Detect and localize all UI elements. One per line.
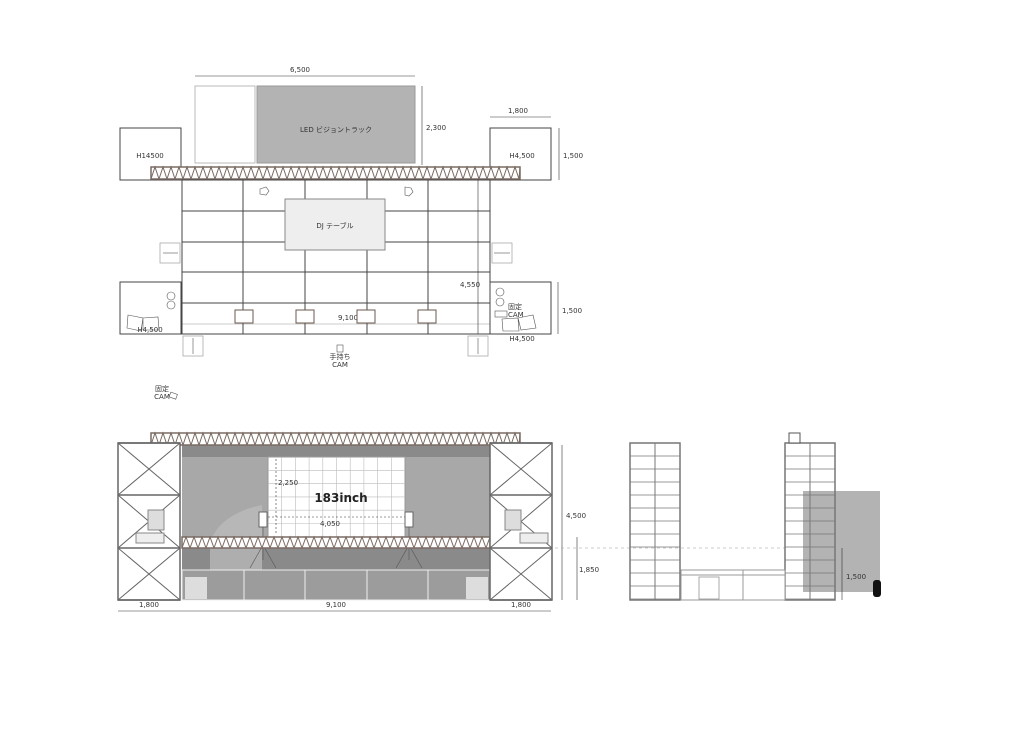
handheld-camera-icon — [336, 344, 344, 353]
lower-right-tower-plan — [489, 281, 552, 335]
stage-width-dim: 9,100 — [326, 601, 346, 609]
tower-brace — [489, 442, 553, 496]
handheld-cam-line1: 手持ち — [330, 352, 351, 361]
side-right-tower — [784, 442, 836, 601]
right-tower-width-dim: 1,800 — [511, 601, 531, 609]
fixed-camera-icon — [494, 310, 508, 318]
left-tower-label: H14500 — [136, 152, 164, 160]
dj-table-label: DJ テーブル — [316, 221, 353, 230]
left-tower-width-dim: 1,800 — [139, 601, 159, 609]
led-vision-truck — [256, 85, 416, 164]
truck-wheel — [873, 580, 881, 597]
stage-grid — [181, 179, 491, 335]
screen-size-label: 183inch — [314, 491, 367, 505]
dim-lower-depth: 1,500 — [562, 307, 582, 315]
equipment-cases-icon — [126, 314, 160, 332]
fixed-cam-right-line1: 固定 — [508, 302, 522, 311]
led-truck-cab — [194, 85, 256, 164]
dim-tower-depth: 1,500 — [563, 152, 583, 160]
fixed-cam-right-line2: CAM — [508, 311, 524, 319]
side-height-dim: 1,500 — [846, 573, 866, 581]
stage-platform — [181, 569, 491, 601]
truss-lattice — [150, 431, 521, 446]
led-truck-side — [803, 491, 880, 592]
speaker-icon — [495, 287, 505, 297]
lower-left-tower-plan — [119, 281, 182, 335]
tower-brace — [489, 547, 553, 601]
equipment-cases-icon — [501, 314, 537, 332]
equipment-case — [519, 532, 549, 544]
right-tower-label: H4,500 — [509, 152, 534, 160]
equipment-case — [135, 532, 165, 544]
truss-lattice — [150, 165, 521, 180]
side-stage-platform — [680, 569, 786, 601]
camera-box-icon — [788, 432, 801, 444]
speaker-icon — [495, 297, 505, 307]
led-truck-label: LED ビジョントラック — [300, 125, 372, 134]
speaker-icon — [166, 291, 176, 301]
lower-right-label: H4,500 — [509, 335, 534, 343]
truss-stage — [181, 535, 491, 549]
fixed-camera-icon — [168, 391, 178, 400]
fixed-cam-left-line1: 固定 — [155, 384, 169, 393]
total-height-dim: 4,500 — [566, 512, 586, 520]
truss-top — [150, 431, 521, 446]
stage-height-dim: 1,850 — [579, 566, 599, 574]
plan-view: 6,500 LED ビジョントラック 2,300 H14500 H4,500 1… — [119, 66, 583, 401]
side-elevation: 1,500 — [629, 432, 881, 601]
left-scaffold-tower — [117, 442, 181, 601]
equipment-stack — [504, 509, 522, 531]
side-left-tower — [629, 442, 681, 601]
truss-lattice — [181, 535, 491, 549]
dim-led-width: 6,500 — [290, 66, 310, 74]
tower-brace — [117, 547, 181, 601]
led-screen — [267, 456, 406, 538]
fixed-cam-left-line2: CAM — [154, 393, 170, 401]
dim-stage-width: 9,100 — [338, 314, 358, 322]
dj-table — [284, 198, 386, 251]
dim-tower-width: 1,800 — [508, 107, 528, 115]
left-tower-plan — [119, 127, 182, 181]
dim-led-height: 2,300 — [426, 124, 446, 132]
screen-width-dim: 4,050 — [320, 520, 340, 528]
equipment-stack — [147, 509, 165, 531]
side-stairs — [159, 242, 513, 357]
speaker-icon — [166, 300, 176, 310]
right-tower-plan — [489, 127, 552, 181]
monitor-speaker-icon — [404, 186, 414, 197]
front-monitors — [234, 309, 437, 324]
tower-brace — [117, 442, 181, 496]
truss-plan — [150, 165, 521, 180]
right-scaffold-tower — [489, 442, 553, 601]
dim-stage-depth: 4,550 — [460, 281, 480, 289]
monitor-speaker-icon — [259, 186, 270, 196]
handheld-cam-line2: CAM — [332, 361, 348, 369]
screen-height-dim: 2,250 — [278, 479, 298, 487]
front-elevation: 183inch 2,250 4,050 4,500 1,850 1,800 9,… — [117, 431, 785, 612]
